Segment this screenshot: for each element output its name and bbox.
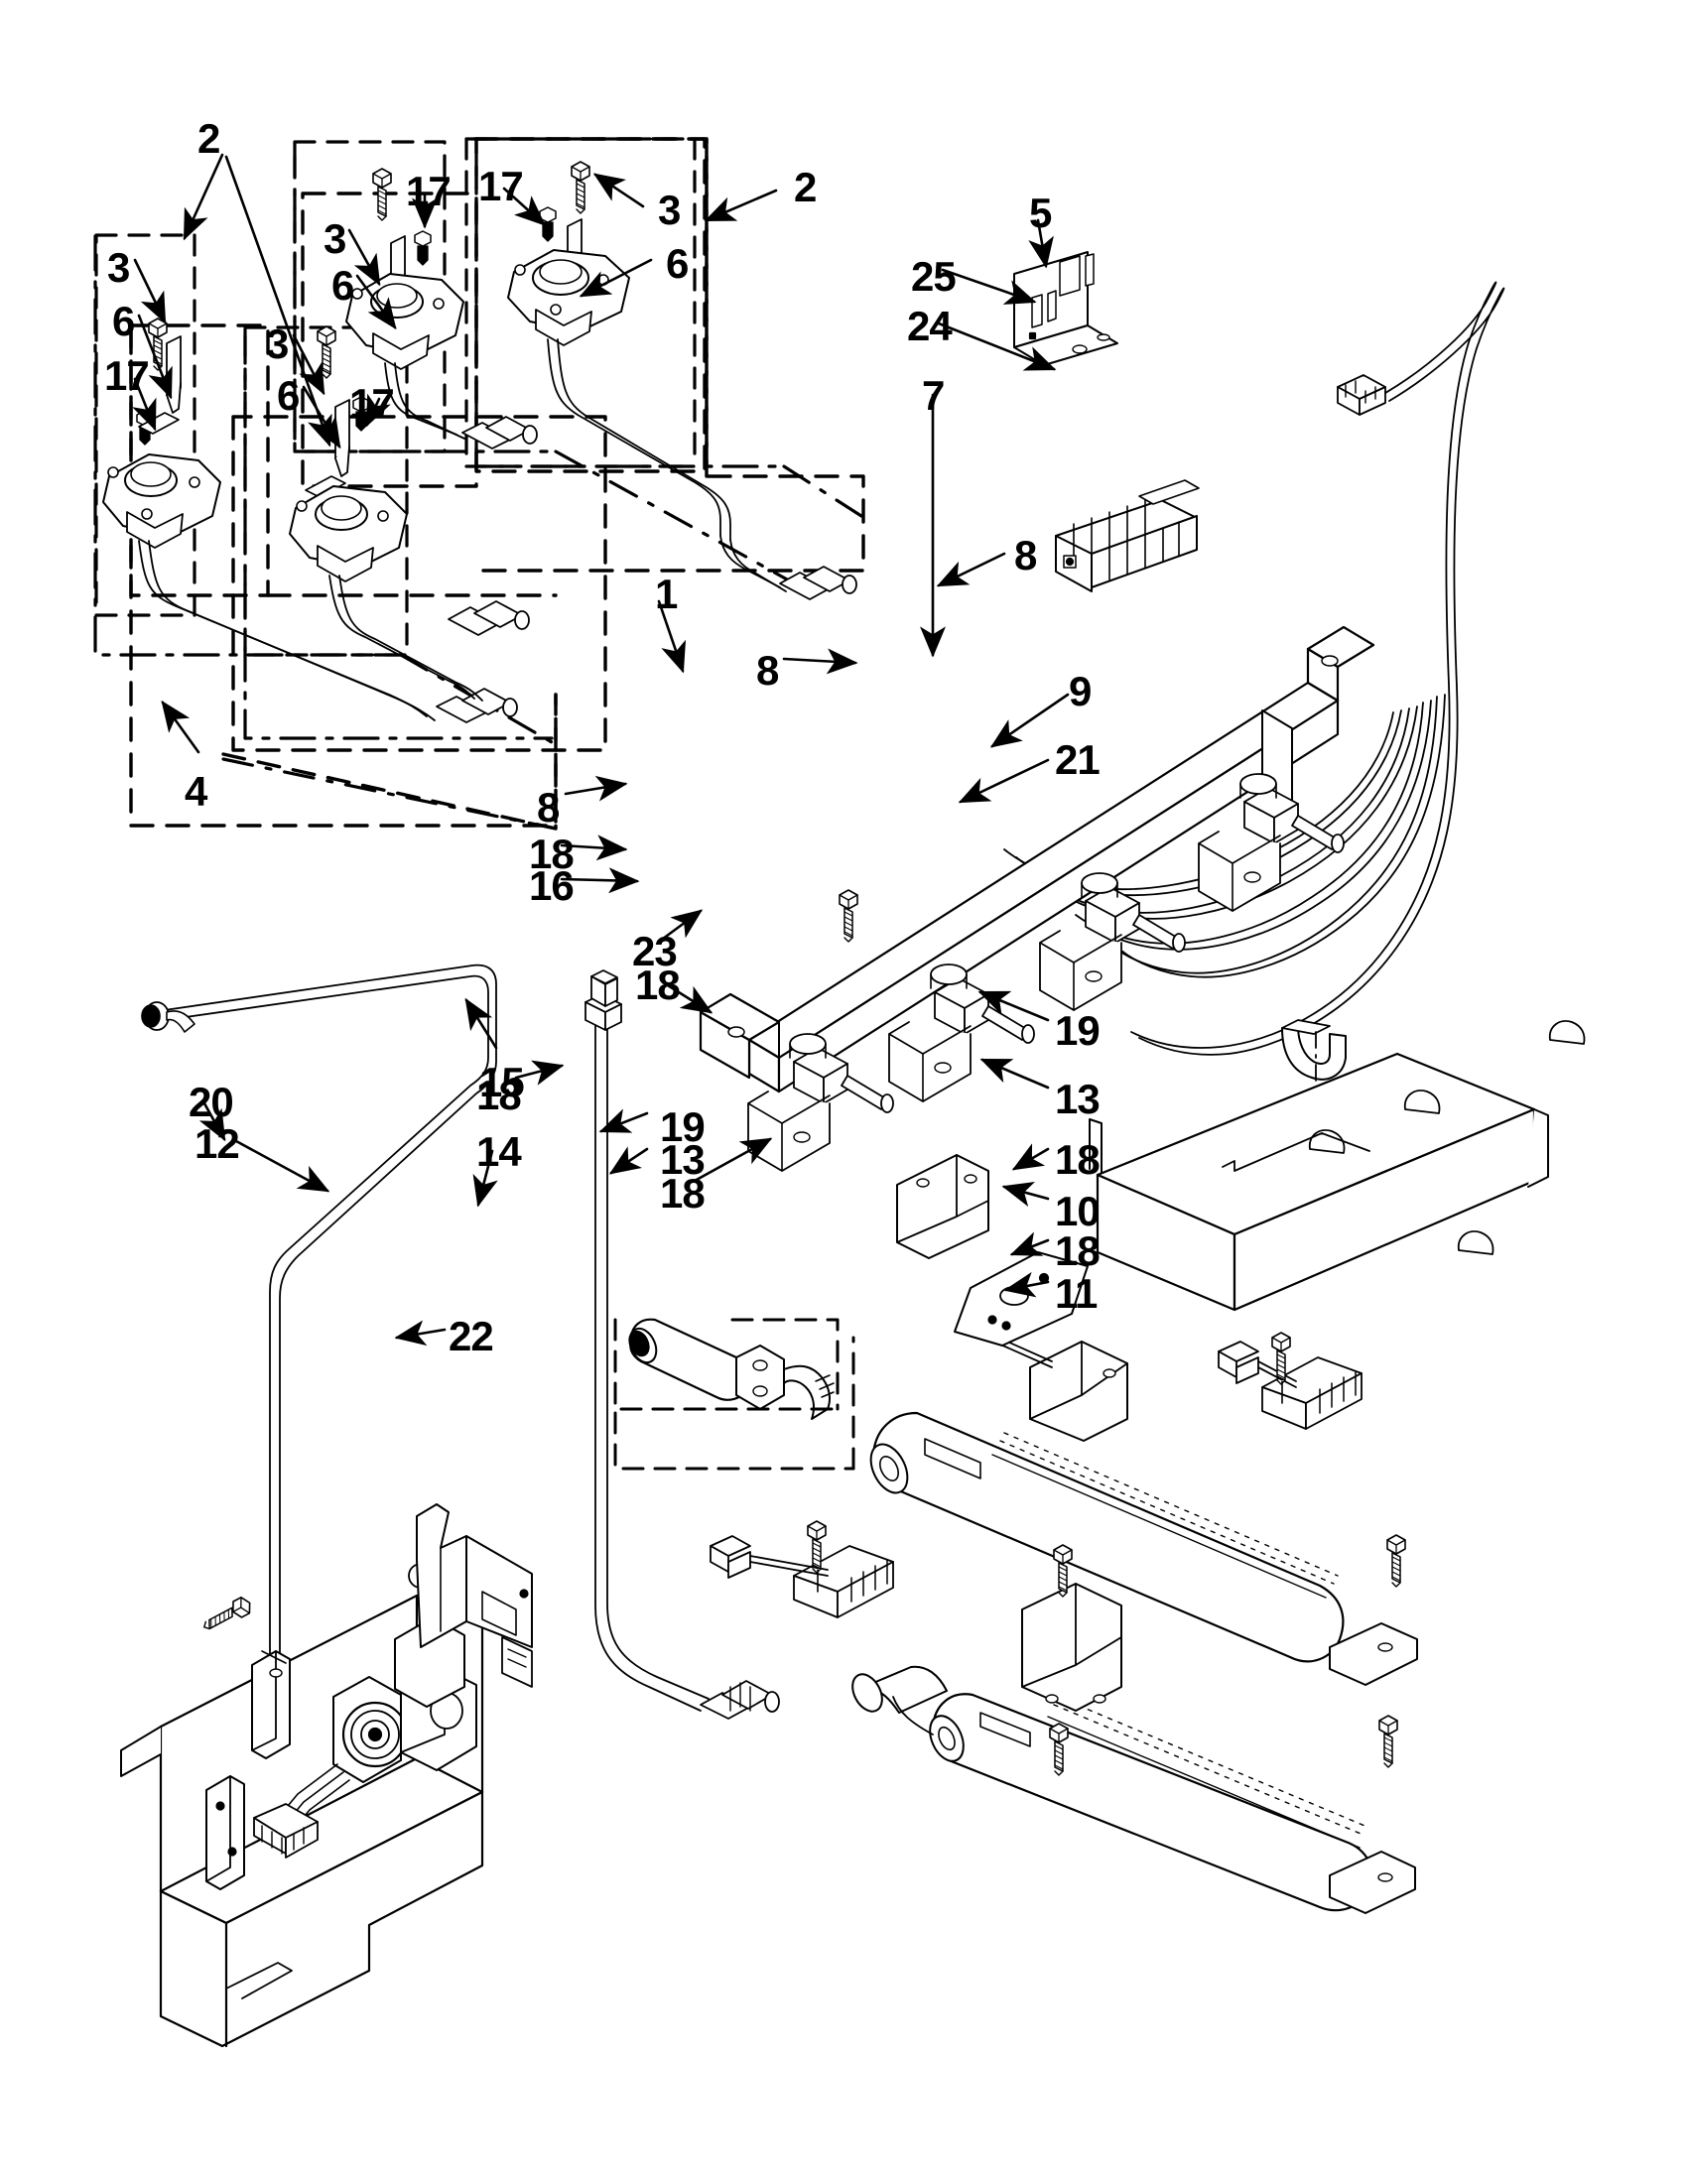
callout-6-d: 6: [666, 240, 689, 287]
part-24-switch-module: [1055, 479, 1200, 592]
callout-21: 21: [1055, 736, 1101, 783]
callout-22: 22: [449, 1313, 494, 1359]
callout-13-a: 13: [1055, 1076, 1101, 1122]
callout-17-a: 17: [104, 352, 150, 399]
callout-2-a: 2: [197, 115, 220, 162]
callout-18-c: 18: [476, 1072, 522, 1118]
callout-16: 16: [529, 862, 575, 909]
callout-5: 5: [1029, 190, 1052, 236]
callout-2-b: 2: [794, 164, 817, 210]
callout-6-a: 6: [112, 298, 135, 344]
callout-17-b: 17: [406, 168, 452, 214]
callout-3-d: 3: [658, 187, 681, 233]
callout-20: 20: [189, 1079, 234, 1125]
burner-assembly-4: [507, 160, 857, 600]
part-8-valves: [747, 773, 1345, 1172]
callout-24: 24: [907, 303, 953, 349]
part-10-oven-burner-tube: [869, 1337, 1418, 1686]
callout-17-d: 17: [478, 163, 524, 209]
part-13-igniter-left: [710, 1519, 894, 1618]
callout-18-a: 18: [529, 831, 575, 877]
callout-8-b: 8: [756, 647, 779, 694]
callout-6-b: 6: [331, 262, 354, 309]
callout-17-c: 17: [349, 380, 395, 427]
callout-23: 23: [632, 928, 678, 974]
callout-6-c: 6: [277, 372, 300, 419]
group-outline: [129, 137, 865, 831]
callout-8-c: 8: [537, 784, 560, 831]
callout-7: 7: [922, 372, 945, 419]
burner-assembly-3: [289, 324, 530, 702]
callout-4: 4: [185, 768, 207, 815]
callout-25: 25: [911, 253, 957, 300]
part-14-oven-gas-tube: [584, 969, 780, 1720]
part-15-pressure-regulator: [613, 1318, 855, 1471]
callout-18-b: 18: [635, 962, 681, 1008]
callout-19-a: 19: [1055, 1007, 1101, 1054]
part-4-gas-tube-long: [141, 964, 497, 1866]
callout-3-a: 3: [107, 244, 130, 291]
callout-8-a: 8: [1014, 532, 1037, 578]
part-21-baffle-shield: [1089, 1020, 1586, 1312]
callout-3-b: 3: [324, 215, 346, 262]
part-12-oven-valve-assembly: [251, 1503, 533, 1859]
callout-18-e: 18: [1055, 1136, 1101, 1183]
callout-10: 10: [1055, 1188, 1101, 1234]
callout-1: 1: [655, 571, 678, 617]
callout-12: 12: [195, 1120, 240, 1167]
callout-15: 15: [479, 1059, 525, 1105]
part-13-igniter-right: [1218, 1331, 1363, 1430]
callout-19-b: 19: [660, 1103, 706, 1150]
callout-3-c: 3: [266, 321, 289, 367]
part-16-mounting-plate: [896, 1154, 989, 1259]
callout-14: 14: [476, 1128, 522, 1175]
callout-11: 11: [1055, 1270, 1098, 1317]
part-25-bracket: [1013, 251, 1118, 366]
part-7-manifold-rail: [699, 625, 1375, 1093]
part-11-broil-burner-tube: [851, 1583, 1416, 1914]
burner-assembly-1: [102, 317, 518, 723]
callout-9: 9: [1069, 668, 1092, 714]
callout-18-d: 18: [660, 1170, 706, 1217]
callout-13-b: 13: [660, 1136, 706, 1183]
burner-assembly-2: [345, 167, 538, 450]
callout-18-f: 18: [1055, 1227, 1101, 1274]
